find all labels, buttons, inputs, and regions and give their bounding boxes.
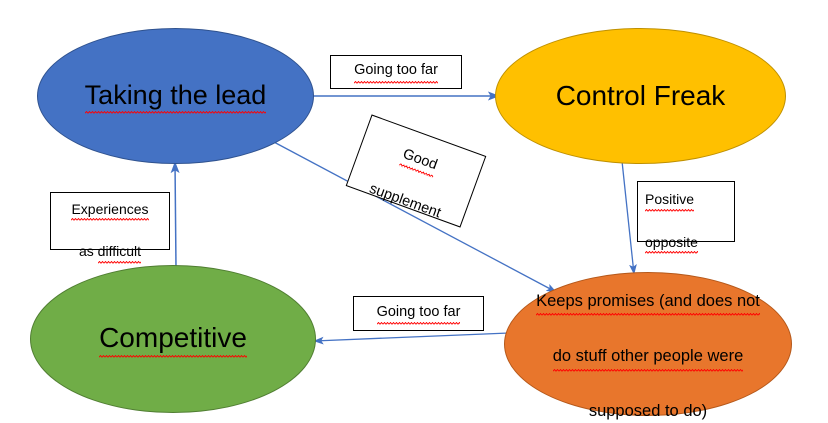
spellcheck-underline: Going too far — [354, 60, 438, 84]
node-control-freak[interactable]: Control Freak — [495, 28, 786, 164]
node-competitive-label: Competitive — [89, 320, 257, 358]
edge-label-as-difficult: as difficult — [79, 241, 141, 264]
edge-control-freak-to-keeps-promises — [621, 160, 637, 275]
edge-label-going-too-far-bottom[interactable]: Going too far — [353, 296, 484, 331]
node-keeps-promises[interactable]: Keeps promises (and does not do stuff ot… — [504, 272, 792, 423]
edge-keeps-promises-to-competitive — [313, 332, 510, 345]
spellcheck-underline: do stuff other people were — [552, 343, 744, 372]
spellcheck-underline: Competitive — [99, 320, 247, 358]
edge-label-good-supplement[interactable]: Good supplement — [345, 114, 487, 228]
node-taking-the-lead[interactable]: Taking the lead — [37, 28, 314, 164]
edge-label-good-supplement-text: Good supplement — [366, 118, 466, 225]
edge-label-good-supplement-line2: supplement — [367, 180, 444, 222]
edge-label-going-too-far-top[interactable]: Going too far — [330, 55, 462, 89]
node-taking-the-lead-label: Taking the lead — [75, 77, 277, 115]
spellcheck-underline: difficult — [97, 241, 141, 264]
edge-label-positive-opposite[interactable]: Positive opposite — [637, 181, 735, 255]
spellcheck-underline: Good — [398, 144, 441, 179]
edge-competitive-to-taking-the-lead — [170, 161, 180, 269]
edge-label-positive-opposite-text: Positive opposite — [645, 169, 698, 255]
spellcheck-underline: Going too far — [376, 301, 461, 325]
spellcheck-underline: Taking the lead — [84, 77, 267, 115]
spellcheck-underline: Positive — [645, 189, 695, 212]
spellcheck-underline: opposite — [645, 231, 698, 255]
spellcheck-underline: supposed to do) — [588, 398, 708, 423]
node-control-freak-label: Control Freak — [555, 80, 726, 112]
spellcheck-underline: Experiences — [71, 198, 149, 221]
node-competitive[interactable]: Competitive — [30, 265, 316, 413]
edge-label-experiences-as-difficult-text: Experiences as difficult — [71, 178, 149, 264]
edge-label-experiences-as-difficult[interactable]: Experiences as difficult — [50, 192, 170, 264]
node-keeps-promises-label: Keeps promises (and does not do stuff ot… — [526, 261, 770, 423]
spellcheck-underline: Keeps promises (and does not — [536, 287, 760, 317]
